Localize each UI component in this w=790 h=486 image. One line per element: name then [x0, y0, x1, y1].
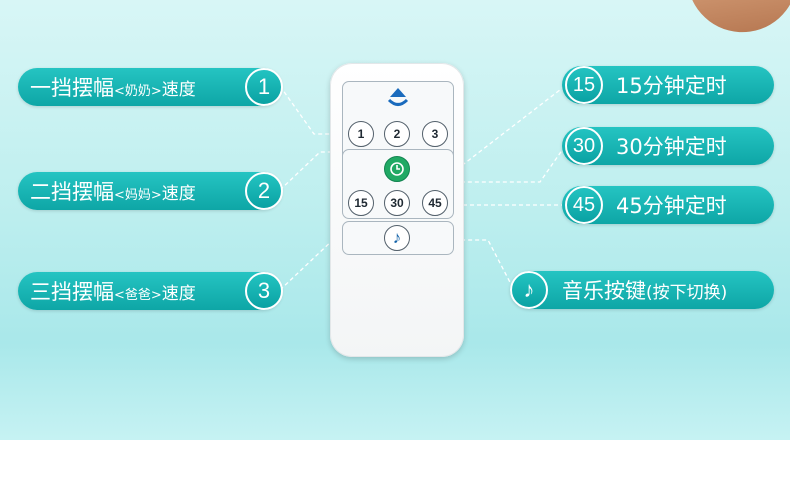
label-speed-1: 一挡摆幅<奶奶>速度 [18, 68, 282, 106]
product-banner: 1 2 3 15 30 45 ♪ 一挡摆幅<奶奶>速度 1 二挡摆幅<妈妈>速度… [0, 0, 790, 440]
music-note-icon: ♪ [392, 228, 402, 247]
label-music: 音乐按键(按下切换) [510, 271, 774, 309]
timer-45-button[interactable]: 45 [422, 190, 448, 216]
label-speed-1-bracket: <奶奶> [114, 84, 162, 99]
leader-line-1 [279, 85, 348, 135]
label-speed-3-suffix: 速度 [161, 284, 196, 304]
badge-timer-45: 45 [565, 186, 603, 224]
badge-speed-2: 2 [245, 172, 283, 210]
speed-button-3[interactable]: 3 [422, 121, 448, 147]
leader-line-30 [420, 145, 566, 183]
badge-speed-3: 3 [245, 272, 283, 310]
speed-button-2[interactable]: 2 [384, 121, 410, 147]
timer-button[interactable] [384, 156, 410, 182]
music-button[interactable]: ♪ [384, 225, 410, 251]
timer-30-button[interactable]: 30 [384, 190, 410, 216]
badge-timer-15: 15 [565, 66, 603, 104]
label-speed-2-bracket: <妈妈> [114, 188, 162, 203]
music-note-badge-icon: ♪ [510, 271, 548, 309]
label-timer-30-text: 30分钟定时 [616, 135, 727, 159]
remote-control: 1 2 3 15 30 45 ♪ [330, 63, 464, 357]
label-speed-3-bracket: <爸爸> [114, 288, 162, 303]
badge-timer-30: 30 [565, 127, 603, 165]
label-speed-2-prefix: 二挡摆幅 [30, 180, 114, 204]
label-speed-3-prefix: 三挡摆幅 [30, 280, 114, 304]
label-timer-15-text: 15分钟定时 [616, 74, 727, 98]
clock-icon [390, 162, 404, 176]
speed-button-1[interactable]: 1 [348, 121, 374, 147]
label-speed-2-suffix: 速度 [161, 184, 196, 204]
label-music-note: (按下切换) [646, 283, 728, 303]
label-speed-1-prefix: 一挡摆幅 [30, 76, 114, 100]
badge-speed-1: 1 [245, 68, 283, 106]
label-speed-2: 二挡摆幅<妈妈>速度 [18, 172, 282, 210]
label-timer-45-text: 45分钟定时 [616, 194, 727, 218]
timer-15-button[interactable]: 15 [348, 190, 374, 216]
label-speed-1-suffix: 速度 [161, 80, 196, 100]
label-speed-3: 三挡摆幅<爸爸>速度 [18, 272, 282, 310]
label-music-text: 音乐按键 [562, 279, 646, 303]
swing-icon [387, 88, 409, 106]
